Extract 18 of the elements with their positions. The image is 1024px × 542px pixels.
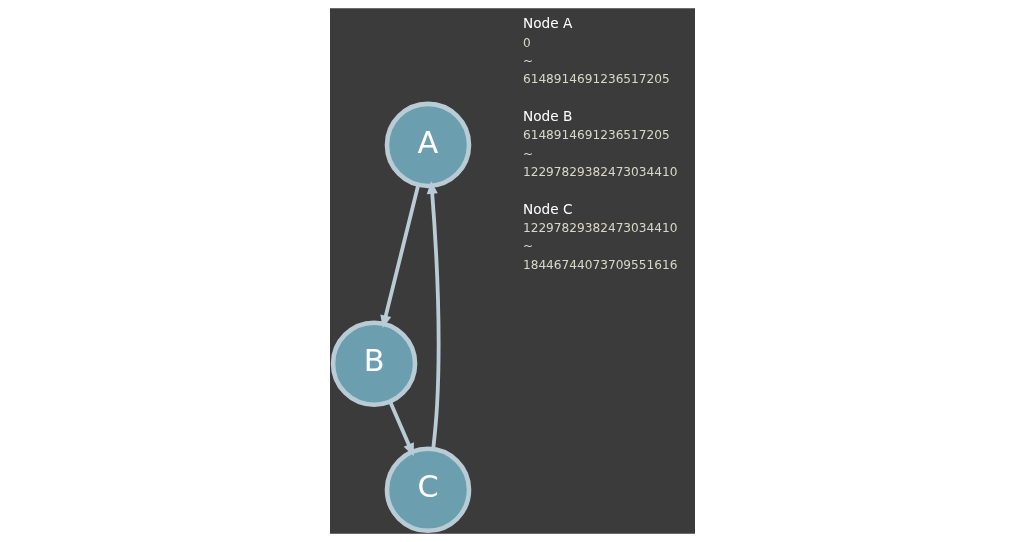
node-circle: A <box>384 101 471 189</box>
label: 6148914691236517205 <box>522 128 670 143</box>
node-circle: C <box>384 446 471 534</box>
label: 12297829382473034410 <box>522 221 677 236</box>
node-circle: B <box>330 320 417 407</box>
label: 0 <box>522 35 531 50</box>
label: 6148914691236517205 <box>522 72 670 87</box>
label: Node C <box>522 200 572 217</box>
label: 18446744073709551616 <box>522 257 677 272</box>
arrow <box>387 400 414 457</box>
label: Node A <box>522 15 572 32</box>
label: ~ <box>522 239 533 254</box>
arrow <box>379 184 420 329</box>
label: ~ <box>522 53 533 68</box>
label: ~ <box>522 146 533 161</box>
label: Node B <box>522 107 572 124</box>
label: 12297829382473034410 <box>522 164 677 179</box>
arrow <box>426 181 440 450</box>
